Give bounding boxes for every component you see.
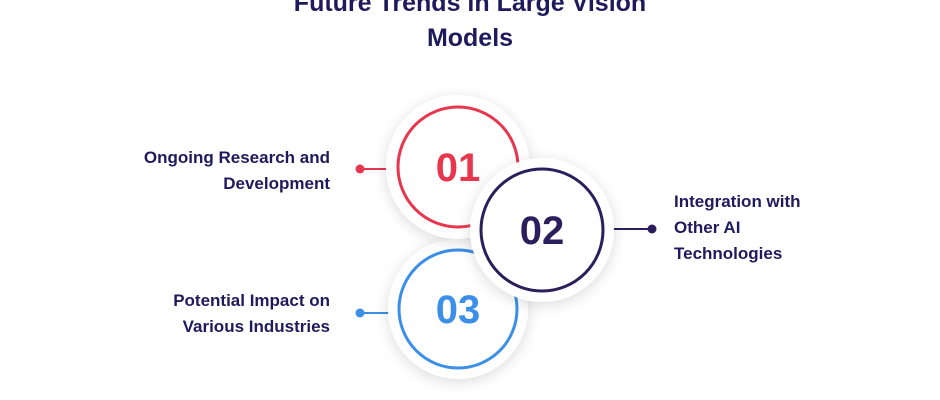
label-02: Integration with Other AI Technologies: [674, 189, 914, 267]
label-01-line-2: Development: [223, 174, 330, 193]
label-02-line-1: Integration with: [674, 192, 801, 211]
circle-02: 02: [470, 158, 614, 302]
diagram-title: Future Trends in Large Vision Models: [0, 0, 940, 56]
title-line-1: Future Trends in Large Vision: [293, 0, 647, 17]
label-01: Ongoing Research and Development: [90, 145, 330, 197]
label-02-line-2: Other AI: [674, 218, 741, 237]
title-line-2: Models: [426, 24, 514, 52]
label-03-line-2: Various Industries: [182, 317, 330, 336]
label-03-line-1: Potential Impact on: [173, 291, 330, 310]
number-01: 01: [436, 146, 481, 190]
label-01-line-1: Ongoing Research and: [143, 148, 330, 167]
connector-02: [608, 224, 657, 234]
number-02: 02: [520, 209, 565, 253]
number-03: 03: [436, 288, 481, 332]
label-03: Potential Impact on Various Industries: [90, 288, 330, 340]
connector-03: [355, 308, 392, 318]
label-02-line-3: Technologies: [674, 244, 783, 263]
